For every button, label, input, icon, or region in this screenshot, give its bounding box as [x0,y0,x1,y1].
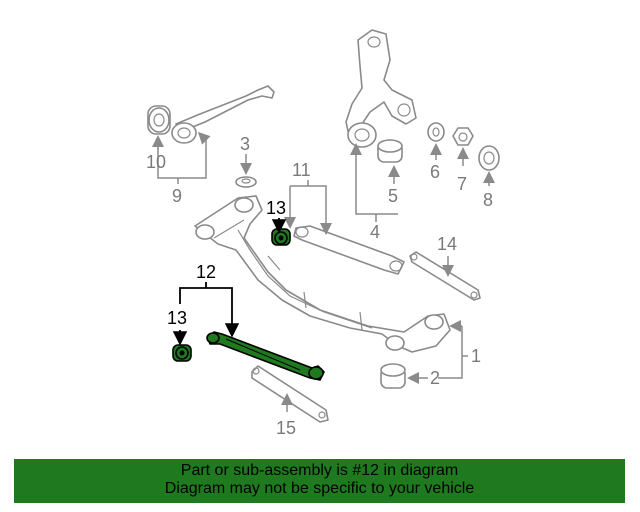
info-banner-line-2: Diagram may not be specific to your vehi… [164,480,475,497]
info-banner-line-1: Part or sub-assembly is #12 in diagram [180,462,459,479]
bushing-part-5 [377,139,403,163]
callout-1: 1 [471,346,481,366]
washer-part-3 [235,176,257,188]
info-banner: Part or sub-assembly is #12 in diagram D… [14,459,625,503]
lateral-link-part-12 [206,331,325,381]
callout-6: 6 [430,162,440,182]
callout-9: 9 [172,186,182,206]
subframe-part-1 [194,195,451,353]
callout-2: 2 [430,368,440,388]
arm-part-11 [293,225,405,275]
callout-12: 12 [196,262,216,282]
callout-13-lower: 13 [167,308,187,328]
callout-13-upper: 13 [266,198,286,218]
bushing-part-13-lower [172,344,192,362]
callout-14: 14 [437,234,457,254]
upper-control-arm-part-9 [171,85,275,144]
knuckle-part-4 [345,29,417,148]
callout-5: 5 [388,186,398,206]
callout-3: 3 [240,134,250,154]
highlight-leader-lines [172,218,287,346]
callout-4: 4 [370,222,380,242]
callout-10: 10 [146,152,166,172]
parts-diagram: 1 2 3 4 5 6 7 8 9 10 11 12 13 13 14 15 [146,29,500,438]
nut-part-7 [452,127,474,146]
leader-lines [152,131,495,412]
link-part-14 [409,251,481,301]
callout-7: 7 [457,174,467,194]
bushing-part-13-upper [271,228,291,246]
washer-part-6 [427,122,445,142]
bushing-part-8 [478,145,500,171]
mount-part-2 [380,363,406,389]
callout-15: 15 [276,418,296,438]
callout-11: 11 [292,160,311,180]
callout-8: 8 [483,190,493,210]
bushing-part-10 [147,105,171,135]
